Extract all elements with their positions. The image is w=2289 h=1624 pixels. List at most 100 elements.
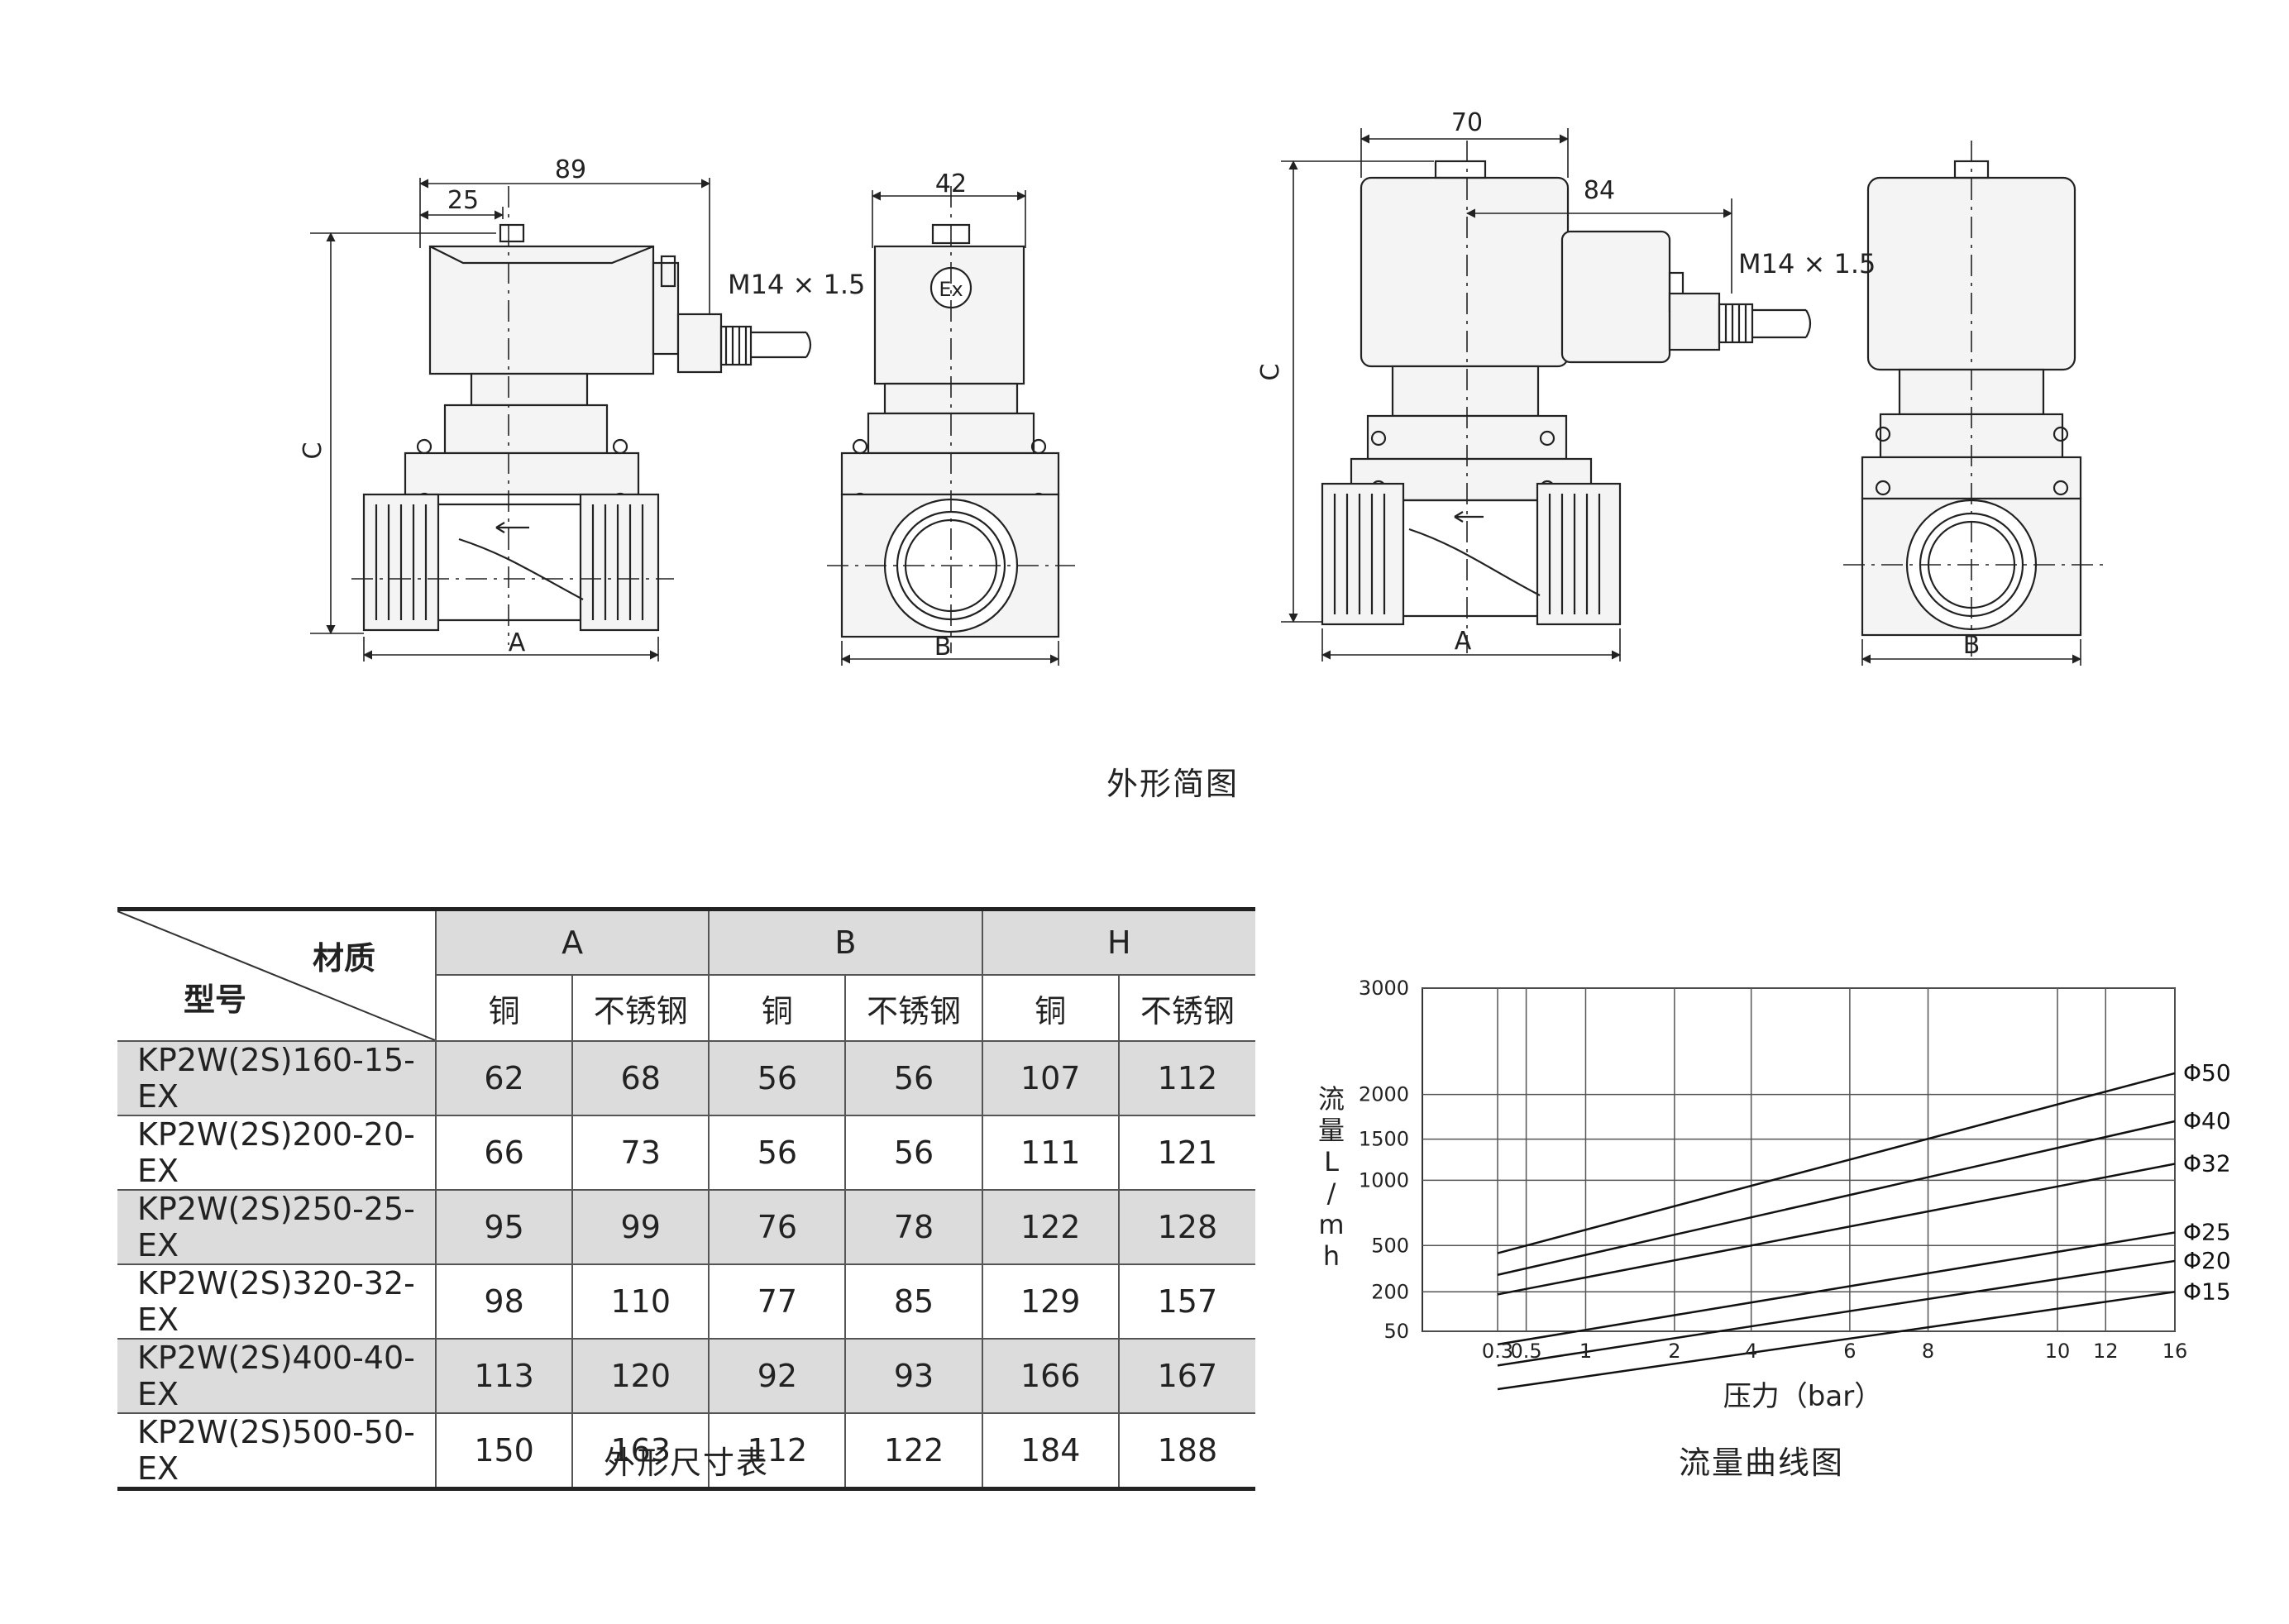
value-cell: 113 (434, 1338, 574, 1414)
x-tick-label: 4 (1745, 1340, 1757, 1363)
x-tick-label: 6 (1843, 1340, 1856, 1363)
value-cell: 56 (708, 1040, 847, 1116)
model-cell: KP2W(2S)250-25-EX (117, 1189, 437, 1265)
value-cell: 73 (571, 1115, 710, 1191)
value-cell: 122 (981, 1189, 1120, 1265)
value-cell: 78 (844, 1189, 983, 1265)
model-cell: KP2W(2S)200-20-EX (117, 1115, 437, 1191)
subheader-stainless: 不锈钢 (571, 974, 710, 1042)
plot-frame (1422, 987, 2176, 1332)
flow-series-line (1497, 1072, 2176, 1254)
x-tick-label: 0.5 (1510, 1340, 1541, 1363)
y-axis-title-char: m (1318, 1209, 1344, 1240)
left-dim-89: 89 (555, 155, 586, 184)
y-tick-label: 500 (1371, 1234, 1409, 1257)
value-cell: 111 (981, 1115, 1120, 1191)
series-label: Φ50 (2183, 1059, 2231, 1087)
y-axis-title-char: / (1327, 1177, 1336, 1209)
y-tick-label: 2000 (1359, 1083, 1409, 1106)
value-cell: 157 (1117, 1263, 1255, 1340)
table-row: KP2W(2S)320-32-EX 98 110 77 85 129 157 (117, 1263, 1255, 1340)
value-cell: 92 (708, 1338, 847, 1414)
subheader-stainless: 不锈钢 (1117, 974, 1255, 1042)
y-tick-label: 200 (1371, 1280, 1409, 1303)
value-cell: 85 (844, 1263, 983, 1340)
table-row: KP2W(2S)160-15-EX 62 68 56 56 107 112 (117, 1040, 1255, 1116)
drawing-caption: 外形简图 (1106, 766, 1240, 802)
table-row: KP2W(2S)400-40-EX 113 120 92 93 166 167 (117, 1338, 1255, 1414)
value-cell: 112 (1117, 1040, 1255, 1116)
left-dim-b: B (934, 633, 952, 662)
chart-grid (1422, 987, 2176, 1332)
value-cell: 68 (571, 1040, 710, 1116)
series-label: Φ40 (2183, 1107, 2231, 1134)
value-cell: 98 (434, 1263, 574, 1340)
flow-series-line (1497, 1291, 2176, 1391)
x-axis-title: 压力（bar） (1723, 1380, 1882, 1413)
right-side-view (1843, 141, 2104, 657)
value-cell: 95 (434, 1189, 574, 1265)
right-dim-84: 84 (1584, 176, 1615, 205)
subheader-copper: 铜 (436, 974, 574, 1042)
value-cell: 121 (1117, 1115, 1255, 1191)
value-cell: 120 (571, 1338, 710, 1414)
model-cell: KP2W(2S)400-40-EX (117, 1338, 437, 1414)
y-tick-label: 1000 (1359, 1168, 1409, 1192)
model-cell: KP2W(2S)500-50-EX (117, 1412, 437, 1489)
left-front-view (351, 186, 812, 645)
y-axis-title-char: h (1323, 1240, 1340, 1272)
subheader-stainless: 不锈钢 (844, 974, 983, 1042)
table-caption: 外形尺寸表 (604, 1445, 770, 1481)
y-tick-label: 50 (1383, 1320, 1409, 1343)
left-dim-a: A (509, 628, 526, 657)
value-cell: 107 (981, 1040, 1120, 1116)
corner-diagonal (117, 911, 435, 1040)
series-label: Φ25 (2183, 1218, 2231, 1245)
flow-series-line (1497, 1259, 2176, 1367)
table-row: KP2W(2S)200-20-EX 66 73 56 56 111 121 (117, 1115, 1255, 1191)
table-row: KP2W(2S)500-50-EX 150 163 112 122 184 18… (117, 1412, 1255, 1489)
left-side-view (827, 186, 1075, 653)
group-header-b: B (708, 909, 983, 976)
ex-mark: Ex (939, 278, 963, 301)
x-tick-label: 16 (2162, 1340, 2188, 1363)
y-axis-title-char: 量 (1318, 1115, 1345, 1146)
corner-material-label: 材质 (312, 940, 375, 977)
flow-series-line (1497, 1231, 2176, 1346)
corner-model-label: 型号 (184, 982, 247, 1018)
right-dim-a: A (1455, 627, 1472, 656)
group-header-a: A (434, 909, 710, 976)
value-cell: 129 (981, 1263, 1120, 1340)
series-label: Φ15 (2183, 1278, 2231, 1305)
value-cell: 56 (844, 1115, 983, 1191)
y-tick-label: 1500 (1359, 1128, 1409, 1151)
value-cell: 128 (1117, 1189, 1255, 1265)
flow-series-line (1497, 1120, 2176, 1276)
left-valve-drawings: 89 25 42 M14 × 1.5 C A B Ex (299, 155, 1075, 666)
flow-series-line (1497, 1163, 2176, 1296)
value-cell: 56 (708, 1115, 847, 1191)
subheader-copper: 铜 (981, 974, 1120, 1042)
value-cell: 150 (434, 1412, 574, 1489)
table-row: KP2W(2S)250-25-EX 95 99 76 78 122 128 (117, 1189, 1255, 1265)
value-cell: 66 (434, 1115, 574, 1191)
value-cell: 93 (844, 1338, 983, 1414)
right-dim-b: B (1963, 631, 1981, 660)
dimension-table: 材质 型号 A B H 铜 不锈钢 铜 不锈钢 铜 不锈钢 KP2W(2S)16… (117, 907, 1255, 1491)
chart-caption: 流量曲线图 (1679, 1445, 1845, 1481)
value-cell: 76 (708, 1189, 847, 1265)
series-label: Φ32 (2183, 1149, 2231, 1177)
value-cell: 163 (571, 1412, 710, 1489)
left-thread-label: M14 × 1.5 (728, 269, 865, 300)
value-cell: 112 (708, 1412, 847, 1489)
model-cell: KP2W(2S)320-32-EX (117, 1263, 437, 1340)
right-dim-70: 70 (1451, 108, 1483, 137)
subheader-copper: 铜 (708, 974, 847, 1042)
table-corner-cell: 材质 型号 (117, 909, 437, 1042)
right-valve-drawings: 70 84 M14 × 1.5 C A B (1256, 108, 2104, 666)
value-cell: 166 (981, 1338, 1120, 1414)
